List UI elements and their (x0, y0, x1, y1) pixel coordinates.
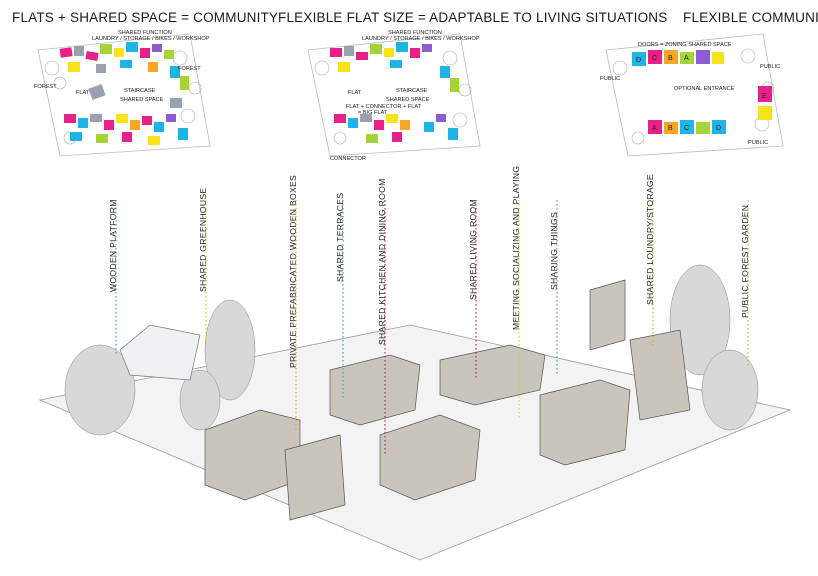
label-big-flat: = BIG FLAT (358, 110, 388, 116)
label-forest-a: FOREST (34, 84, 57, 90)
zone-letter: B (668, 125, 673, 132)
zone-letters: D C B A E A B C D (636, 55, 767, 132)
label-shared-function: SHARED FUNCTION (388, 30, 442, 36)
label-public-a: PUBLIC (600, 76, 620, 82)
label-doors-zoning: DOORS = ZONING SHARED SPACE (638, 42, 732, 48)
label-staircase: STAIRCASE (396, 88, 428, 94)
label-shared-function-detail: LAUNDRY / STORAGE / BIKES / WORKSHOP (92, 36, 210, 42)
tree-group (64, 264, 759, 436)
callout-private-boxes: PRIVATE PREFABRICATED WOODEN BOXES (288, 174, 298, 368)
label-connector: CONNECTOR (330, 156, 366, 162)
label-shared-space: SHARED SPACE (120, 97, 164, 103)
zone-letter: C (684, 125, 689, 132)
label-shared-space: SHARED SPACE (386, 97, 430, 103)
label-staircase: STAIRCASE (124, 88, 156, 94)
plan-diagram-left: SHARED FUNCTION LAUNDRY / STORAGE / BIKE… (34, 30, 211, 157)
axonometric-svg (38, 264, 792, 561)
callout-meeting: MEETING SOCIALIZING AND PLAYING (511, 165, 521, 330)
callout-shared-kitchen: SHARED KITCHEN AND DINING ROOM (377, 178, 387, 345)
flat-blocks-bottom (64, 83, 188, 145)
title-right: FLEXIBLE COMMUNITY (683, 10, 818, 25)
site-outline (605, 33, 784, 157)
flat-blocks-top (330, 42, 459, 92)
callout-public-forest-garden: PUBLIC FOREST GARDEN (740, 204, 750, 318)
label-public-c: PUBLIC (748, 140, 768, 146)
label-flat: FLAT (76, 90, 90, 96)
zone-letter: D (636, 57, 641, 64)
wooden-boxes (204, 279, 691, 521)
plan-flexible-flat-size: SHARED FUNCTION LAUNDRY / STORAGE / BIKE… (300, 28, 490, 163)
zone-letter: C (652, 55, 657, 62)
label-shared-function: SHARED FUNCTION (118, 30, 172, 36)
callout-wooden-platform: WOODEN PLATFORM (108, 199, 118, 292)
plan-diagram-right: DOORS = ZONING SHARED SPACE PUBLIC PUBLI… (600, 33, 784, 157)
label-flat: FLAT (348, 90, 362, 96)
plan-flats-shared-space: SHARED FUNCTION LAUNDRY / STORAGE / BIKE… (30, 28, 220, 158)
callout-sharing-things: SHARING THINGS (549, 211, 559, 290)
callout-shared-greenhouse: SHARED GREENHOUSE (198, 187, 208, 292)
plan-flexible-community: DOORS = ZONING SHARED SPACE PUBLIC PUBLI… (598, 28, 793, 158)
site-outline (307, 33, 481, 157)
zone-letter: A (652, 125, 657, 132)
label-flat-connector: FLAT + CONNECTOR + FLAT (346, 104, 422, 110)
axonometric-view (0, 150, 818, 576)
callout-shared-loundry: SHARED LOUNDRY/STORAGE (645, 174, 655, 305)
zone-letter: E (762, 93, 767, 100)
callout-shared-living-room: SHARED LIVING ROOM (468, 199, 478, 300)
plan-diagram-middle: SHARED FUNCTION LAUNDRY / STORAGE / BIKE… (307, 30, 481, 162)
flat-blocks-bottom (334, 114, 458, 143)
label-shared-function-detail: LAUNDRY / STORAGE / BIKES / WORKSHOP (362, 36, 480, 42)
zone-letter: D (716, 125, 721, 132)
label-optional-entrance: OPTIONAL ENTRANCE (674, 86, 735, 92)
title-left: FLATS + SHARED SPACE = COMMUNITY (12, 10, 279, 25)
community-blocks-top (632, 50, 772, 120)
community-blocks-bottom (648, 120, 726, 134)
label-public-b: PUBLIC (760, 64, 780, 70)
title-middle: FLEXIBLE FLAT SIZE = ADAPTABLE TO LIVING… (278, 10, 668, 25)
callout-shared-terraces: SHARED TERRACES (335, 192, 345, 282)
zone-letter: B (668, 55, 673, 62)
zone-letter: A (684, 55, 689, 62)
flat-blocks-top (59, 42, 189, 90)
greenhouse (119, 324, 201, 381)
label-forest-b: FOREST (178, 66, 201, 72)
site-outline (37, 33, 211, 157)
